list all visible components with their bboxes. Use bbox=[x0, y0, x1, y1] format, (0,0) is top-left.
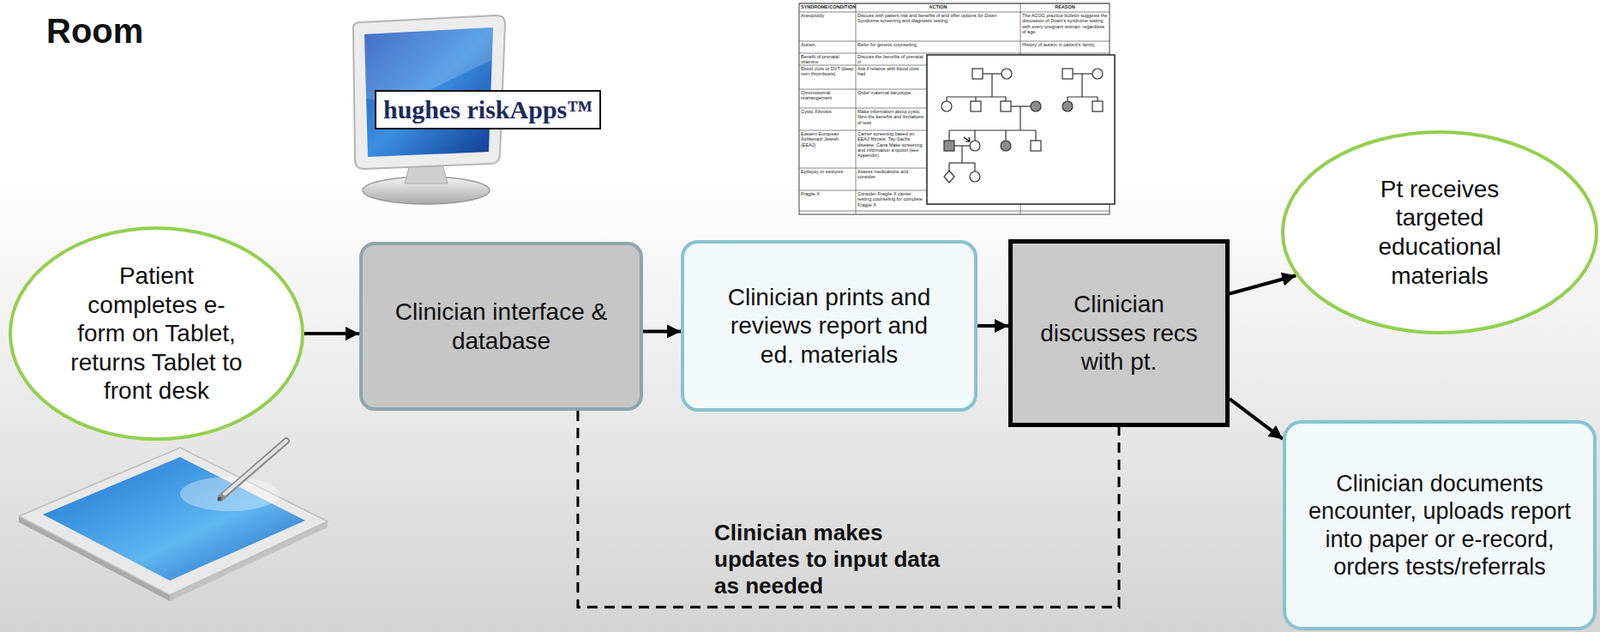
table-cell: Benefit of prenatal vitamins bbox=[800, 54, 855, 66]
node-text: Clinician documents encounter, uploads r… bbox=[1306, 469, 1573, 582]
table-cell: The ACOG practice bulletin suggests the … bbox=[1022, 12, 1108, 35]
table-cell: Carrier screening based on EEAJ fibrosis… bbox=[857, 131, 926, 159]
process-box: Clinician prints and reviews report and … bbox=[680, 240, 978, 412]
table-cell: Assess medications and consider bbox=[857, 168, 926, 181]
table-cell: Order maternal karyotype. bbox=[857, 90, 926, 96]
flow-arrow bbox=[1229, 275, 1296, 294]
ellipse-node: Patient completes e-form on Tablet, retu… bbox=[8, 226, 305, 441]
table-rule bbox=[799, 3, 1110, 5]
ellipse-outline bbox=[1281, 130, 1599, 335]
table-cell: Eastern European Ashkenazi Jewish (EEAJ) bbox=[800, 131, 855, 148]
node-text: Clinician prints and reviews report and … bbox=[711, 282, 948, 370]
ellipse-shape bbox=[10, 228, 303, 440]
ellipse-shape bbox=[1282, 132, 1597, 333]
table-cell: ACTION bbox=[857, 4, 1019, 10]
feedback-loop bbox=[577, 410, 1119, 608]
table-cell: History of autism in patient's family. bbox=[1022, 42, 1108, 48]
flow-arrow bbox=[643, 329, 681, 333]
table-cell: Refer for genetic counseling. bbox=[857, 42, 926, 48]
node-text: Patient completes e-form on Tablet, retu… bbox=[66, 261, 247, 406]
flow-arrow bbox=[977, 324, 1009, 328]
table-cell: Ask if relative with blood clots had bbox=[857, 66, 926, 78]
table-rule bbox=[799, 12, 1110, 13]
process-box: Clinician discusses recs with pt. bbox=[1008, 239, 1230, 428]
table-cell: Fragile X bbox=[800, 191, 855, 197]
table-cell: REASON bbox=[1022, 4, 1108, 10]
table-cell: Blood clots or DVT (deep vein thrombosis… bbox=[800, 66, 855, 78]
table-cell: Discuss the benefits of prenatal vi bbox=[857, 54, 926, 66]
node-text: Clinician discusses recs with pt. bbox=[1028, 289, 1210, 377]
table-cell: Autism bbox=[800, 42, 855, 48]
ellipse-node: Pt receives targeted educational materia… bbox=[1281, 130, 1599, 335]
edge-label: Clinician makes updates to input data as… bbox=[714, 519, 942, 601]
table-rule bbox=[799, 53, 1110, 55]
table-cell: Make information about cystic fibro the … bbox=[857, 108, 926, 126]
page-title: Room bbox=[46, 12, 144, 51]
table-cell: Epilepsy or seizures bbox=[800, 168, 855, 175]
table-cell: Chromosomal rearrangement bbox=[800, 90, 855, 102]
pedigree-chart bbox=[926, 54, 1115, 205]
product-logo: hughes riskApps™ bbox=[374, 90, 602, 130]
table-rule bbox=[799, 210, 1110, 212]
table-cell: Aneuploidy bbox=[800, 12, 855, 19]
table-cell: Discuss with patient risk and benefits o… bbox=[857, 12, 1019, 25]
flow-arrow bbox=[304, 331, 360, 336]
table-cell: SYNDROME/CONDITION bbox=[800, 4, 855, 10]
node-text: Clinician interface & database bbox=[377, 297, 626, 355]
process-box: Clinician interface & database bbox=[359, 241, 644, 411]
table-cell: Cystic Fibrosis bbox=[800, 108, 855, 115]
node-text: Pt receives targeted educational materia… bbox=[1366, 174, 1513, 290]
table-rule bbox=[855, 3, 857, 215]
flow-arrow bbox=[1229, 398, 1283, 440]
table-rule bbox=[799, 41, 1110, 43]
table-cell: Consider Fragile X carrier testing couns… bbox=[857, 191, 926, 208]
process-box: Clinician documents encounter, uploads r… bbox=[1282, 420, 1597, 631]
tablet-illustration bbox=[18, 440, 328, 602]
